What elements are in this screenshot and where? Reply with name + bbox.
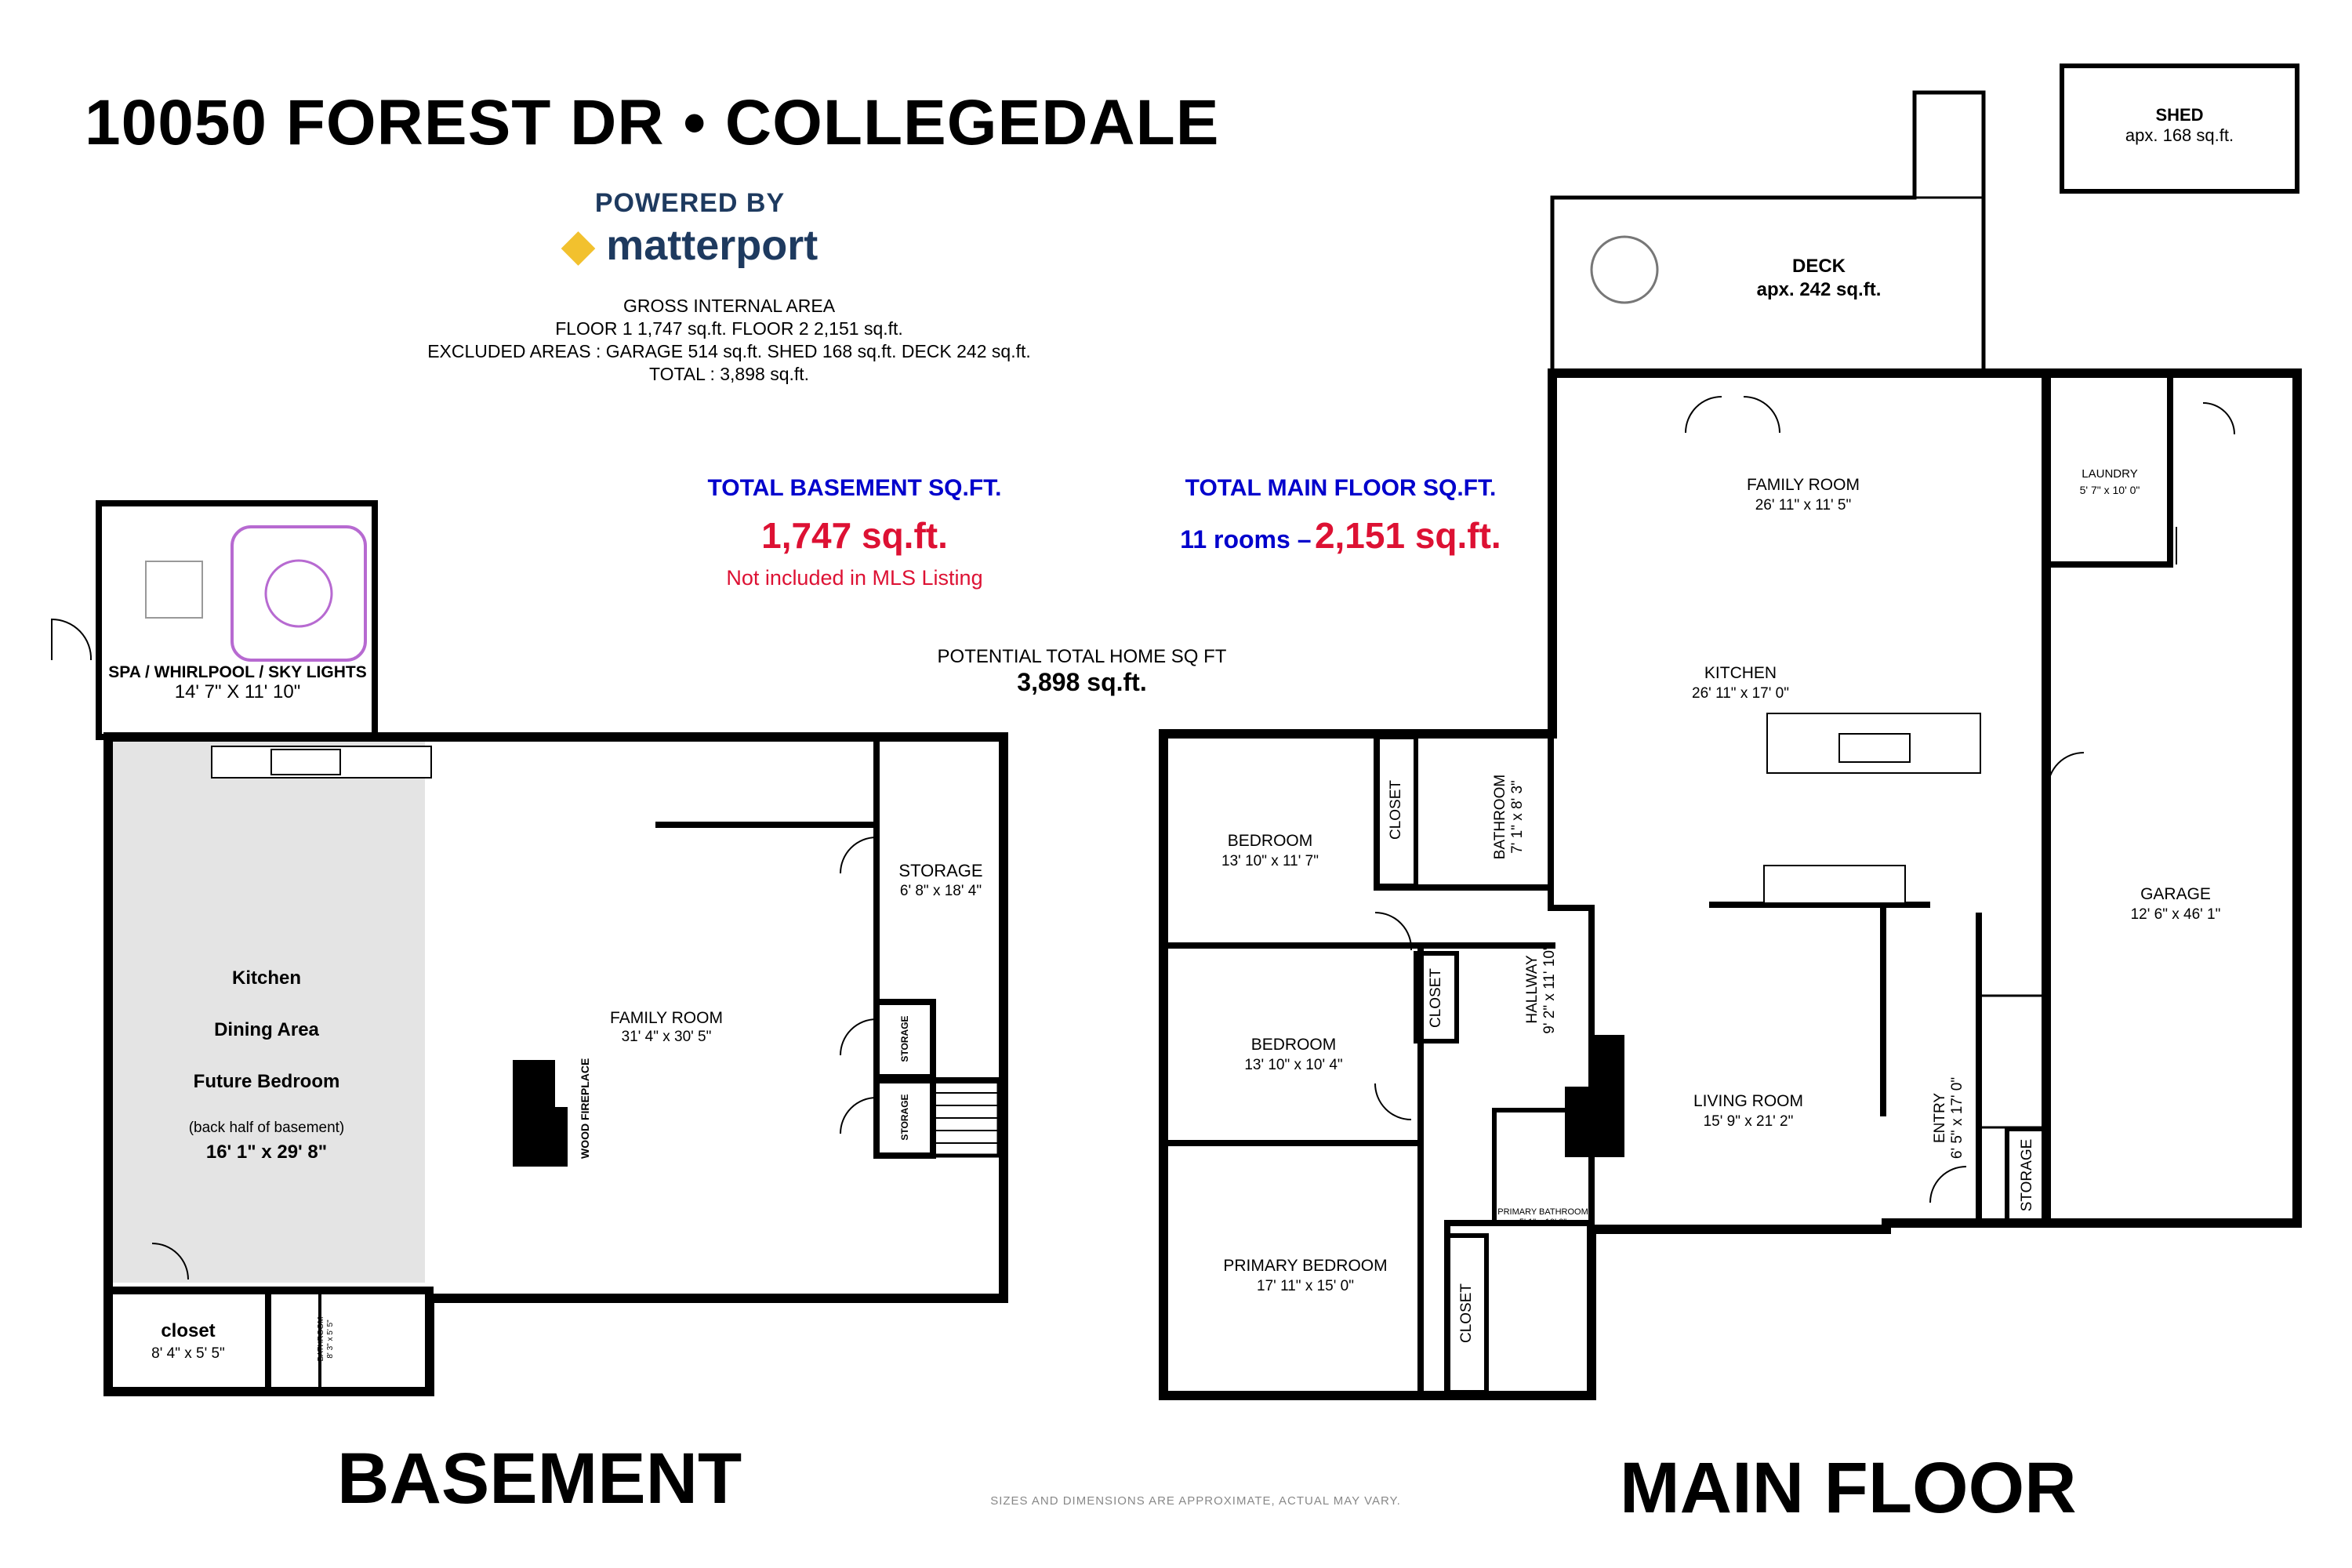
footer-disclaimer: SIZES AND DIMENSIONS ARE APPROXIMATE, AC… xyxy=(990,1494,1401,1508)
shed-dims: apx. 168 sq.ft. xyxy=(2125,125,2234,145)
basement-back-half-area xyxy=(110,742,425,1283)
deck-table xyxy=(1590,235,1659,304)
back-half-dining: Dining Area xyxy=(214,1019,319,1040)
area-summary: GROSS INTERNAL AREA FLOOR 1 1,747 sq.ft.… xyxy=(337,295,1121,386)
basement-family-room-label: FAMILY ROOM xyxy=(610,1009,723,1027)
garage-dims: 12' 6" x 46' 1" xyxy=(2130,906,2221,923)
shed-outline xyxy=(2060,64,2299,194)
basement-family-room-dims: 31' 4" x 30' 5" xyxy=(621,1029,712,1045)
brand-name: matterport xyxy=(606,222,818,269)
area-line-3: EXCLUDED AREAS : GARAGE 514 sq.ft. SHED … xyxy=(427,341,1031,361)
spa-room-label: SPA / WHIRLPOOL / SKY LIGHTS xyxy=(108,663,367,681)
wood-fireplace xyxy=(513,1060,568,1167)
main-floor-title: MAIN FLOOR xyxy=(1620,1448,2077,1528)
living-room-dims: 15' 9" x 21' 2" xyxy=(1703,1113,1794,1130)
bedroom-2-dims: 13' 10" x 10' 4" xyxy=(1244,1057,1343,1073)
area-line-1: GROSS INTERNAL AREA xyxy=(622,296,836,316)
main-family-room-label: FAMILY ROOM xyxy=(1747,476,1860,494)
basement-sqft-value: 1,747 sq.ft. xyxy=(761,515,948,556)
deck-label: DECK xyxy=(1791,256,1846,277)
bedroom-1-dims: 13' 10" x 11' 7" xyxy=(1221,853,1319,869)
closet-bed1 xyxy=(1374,735,1418,888)
basement-sqft-heading: TOTAL BASEMENT SQ.FT. xyxy=(707,475,1002,501)
powered-by-label: POWERED BY xyxy=(594,188,786,218)
garage-label: GARAGE xyxy=(2140,885,2211,903)
back-half-note: (back half of basement) xyxy=(188,1120,345,1136)
basement-sqft-note: Not included in MLS Listing xyxy=(726,566,983,590)
closet-primary-label: CLOSET xyxy=(1458,1283,1475,1344)
small-storage-label-2: STORAGE xyxy=(899,1094,910,1141)
closet-bed2-label: CLOSET xyxy=(1428,967,1444,1029)
laundry-dims: 5' 7" x 10' 0" xyxy=(2079,484,2140,496)
matterport-logo: ◆ matterport xyxy=(549,220,831,270)
shed-label: SHED xyxy=(2155,105,2204,125)
powered-by-badge: POWERED BY ◆ matterport xyxy=(549,188,831,270)
bedroom-1-label: BEDROOM xyxy=(1227,832,1313,850)
basement-outer-wall xyxy=(103,732,1008,1396)
primary-bedroom-label: PRIMARY BEDROOM xyxy=(1223,1257,1388,1275)
basement-storage-label: STORAGE xyxy=(898,861,983,880)
deck-dims: apx. 242 sq.ft. xyxy=(1756,279,1882,300)
basement-storage-wall xyxy=(873,739,1007,1083)
whirlpool-tub xyxy=(230,525,367,662)
deck-outline xyxy=(1550,90,1986,376)
basement-closet-dims: 8' 4" x 5' 5" xyxy=(151,1345,225,1362)
laundry-label: LAUNDRY xyxy=(2082,467,2138,481)
wood-fireplace-label: WOOD FIREPLACE xyxy=(579,1058,591,1159)
back-half-dims: 16' 1" x 29' 8" xyxy=(205,1142,328,1163)
primary-bedroom-dims: 17' 11" x 15' 0" xyxy=(1257,1278,1354,1294)
kitchen-label: KITCHEN xyxy=(1704,664,1777,682)
area-line-4: TOTAL : 3,898 sq.ft. xyxy=(648,364,810,384)
main-fireplace xyxy=(1592,1035,1624,1157)
back-half-future-bedroom: Future Bedroom xyxy=(193,1071,340,1092)
basement-title: BASEMENT xyxy=(337,1439,742,1519)
property-address: 10050 FOREST DR • COLLEGEDALE xyxy=(85,87,1220,158)
potential-total-label: POTENTIAL TOTAL HOME SQ FT xyxy=(937,646,1227,667)
basement-storage-dims: 6' 8" x 18' 4" xyxy=(899,883,982,899)
small-storage-label-1: STORAGE xyxy=(899,1015,910,1062)
entry-storage-label: STORAGE xyxy=(2019,1138,2035,1212)
main-family-room-dims: 26' 11" x 11' 5" xyxy=(1755,497,1852,514)
main-rooms-count: 11 rooms – xyxy=(1180,525,1312,554)
area-line-2: FLOOR 1 1,747 sq.ft. FLOOR 2 2,151 sq.ft… xyxy=(555,318,903,339)
back-half-kitchen: Kitchen xyxy=(231,967,301,989)
closet-bed2 xyxy=(1414,951,1459,1044)
laundry-wall xyxy=(2045,370,2173,568)
basement-closet-label: closet xyxy=(161,1320,216,1341)
bedroom-2-label: BEDROOM xyxy=(1250,1036,1337,1054)
entry-storage xyxy=(2005,1127,2050,1224)
cube-icon: ◆ xyxy=(561,222,595,269)
kitchen-dims: 26' 11" x 17' 0" xyxy=(1692,685,1789,702)
potential-total-value: 3,898 sq.ft. xyxy=(1017,668,1147,696)
closet-primary xyxy=(1445,1233,1489,1395)
closet-bed1-label: CLOSET xyxy=(1388,779,1404,840)
spa-room-dims: 14' 7" X 11' 10" xyxy=(174,681,301,702)
main-sqft-value: 2,151 sq.ft. xyxy=(1314,515,1501,556)
main-sqft-line: 11 rooms – 2,151 sq.ft. xyxy=(1160,514,1521,557)
main-sqft-heading: TOTAL MAIN FLOOR SQ.FT. xyxy=(1185,475,1497,501)
living-room-label: LIVING ROOM xyxy=(1693,1092,1804,1110)
